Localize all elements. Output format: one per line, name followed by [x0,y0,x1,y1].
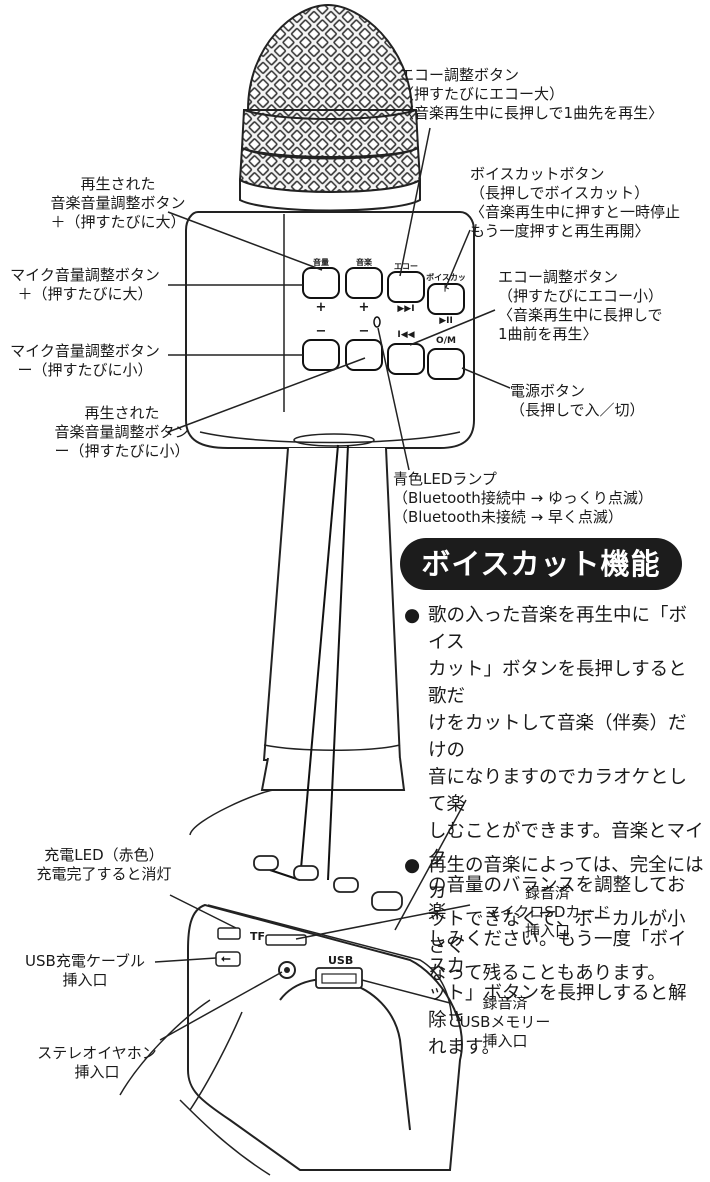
mic-grille [238,3,422,212]
tf-label: TF [250,930,266,943]
label-voice-cut: ボイスカットボタン （長押しでボイスカット） 〈音楽再生中に押すと一時停止 もう… [470,165,681,240]
button-row-top [302,267,465,315]
prev-icon: I◀◀ [397,330,415,340]
usb-symbol-icon: ⭠ [221,951,231,965]
feature-paragraph-2: ● 再生の音楽によっては、完全にはカ ットできなくて、ボーカルが小さく なって残… [404,852,704,987]
playpause-icon: ▶II [439,316,453,326]
label-sd-slot: 録音済 マイクロSDカード 挿入口 [484,884,611,940]
label-usb-memory: 録音済 USBメモリー 挿入口 [459,994,551,1050]
usb-port-label: USB [328,954,354,967]
feature-paragraph-1: ● 歌の入った音楽を再生中に「ボイス カット」ボタンを長押しすると歌だ けをカッ… [404,602,704,1061]
feature-text-2: 再生の音楽によっては、完全にはカ ットできなくて、ボーカルが小さく なって残るこ… [428,855,704,984]
blue-led [373,316,381,328]
base-unit [119,789,467,1176]
leader-lines [154,127,511,1041]
voicecut-label: ボイスカット [426,273,466,293]
bullet-icon: ● [404,855,421,876]
label-blue-led: 青色LEDランプ （Bluetooth接続中 → ゆっくり点滅） （Blueto… [393,470,653,526]
label-mic-vol-up: マイク音量調整ボタン ＋（押すたびに大） [10,266,160,303]
vol-label: 音量 [313,258,329,267]
label-mic-vol-down: マイク音量調整ボタン ー（押すたびに小） [10,342,160,379]
feature-text-1: 歌の入った音楽を再生中に「ボイス カット」ボタンを長押しすると歌だ けをカットし… [428,605,704,1058]
button-row-bottom [302,339,465,380]
label-charge-led: 充電LED（赤色） 充電完了すると消灯 [36,846,172,883]
next-icon: ▶▶I [397,304,415,314]
plus-symbol-2: + [358,300,370,315]
label-music-vol-up: 再生された 音楽音量調整ボタン ＋（押すたびに大） [50,175,186,231]
label-power: 電源ボタン （長押しで入／切） [510,382,645,419]
label-usb-cable: USB充電ケーブル 挿入口 [25,952,145,989]
feature-heading: ボイスカット機能 [400,538,682,590]
label-echo-down: エコー調整ボタン （押すたびにエコー小） 〈音楽再生中に長押しで 1曲前を再生〉 [498,268,664,343]
bullet-icon: ● [404,605,421,626]
label-music-vol-down: 再生された 音楽音量調整ボタン ー（押すたびに小） [54,404,190,460]
minus-symbol-2: − [358,324,370,339]
label-echo-up: エコー調整ボタン （押すたびにエコー大） 〈音楽再生中に長押しで1曲先を再生〉 [399,66,664,122]
label-earphone: ステレオイヤホン 挿入口 [37,1044,157,1081]
minus-symbol-1: − [315,324,327,339]
power-icon: O/M [436,336,456,346]
plus-symbol-1: + [315,300,327,315]
music-label: 音楽 [356,258,372,267]
echo-label: エコー [394,262,418,271]
